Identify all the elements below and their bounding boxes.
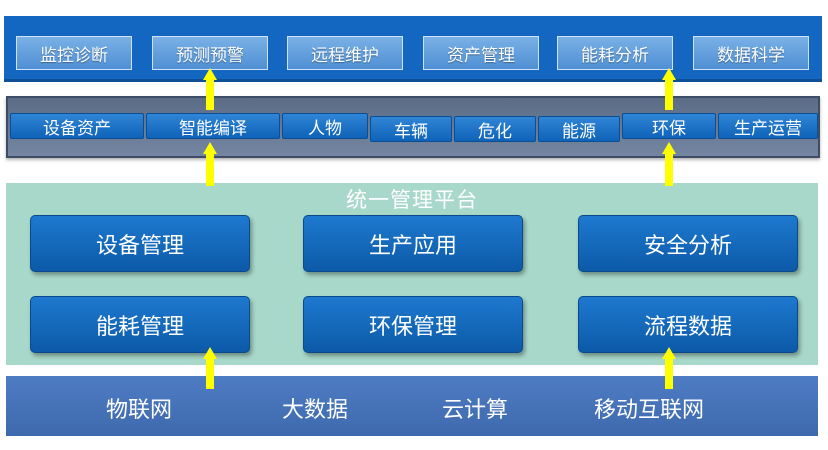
- object-equipment[interactable]: 设备资产: [10, 113, 144, 139]
- infra-mobile-internet: 移动互联网: [594, 398, 705, 423]
- infra-bigdata: 大数据: [282, 398, 349, 423]
- object-energy[interactable]: 能源: [538, 116, 620, 142]
- infra-iot: 物联网: [106, 398, 173, 423]
- module-equipment-mgmt[interactable]: 设备管理: [30, 215, 250, 272]
- platform-layer: 统一管理平台 设备管理 生产应用 安全分析 能耗管理 环保管理 流程数据: [6, 183, 818, 365]
- up-arrow-icon: [662, 68, 676, 110]
- app-box-datascience[interactable]: 数据科学: [693, 36, 809, 70]
- infrastructure-layer: 物联网 大数据 云计算 移动互联网: [6, 376, 818, 436]
- object-environment[interactable]: 环保: [622, 113, 716, 139]
- object-production[interactable]: 生产运营: [718, 113, 818, 139]
- up-arrow-icon: [662, 142, 676, 186]
- app-box-asset[interactable]: 资产管理: [423, 36, 539, 70]
- object-hazmat[interactable]: 危化: [454, 116, 536, 142]
- app-box-remote[interactable]: 远程维护: [287, 36, 403, 70]
- module-safety-analysis[interactable]: 安全分析: [578, 215, 798, 272]
- module-env-mgmt[interactable]: 环保管理: [303, 296, 523, 353]
- infra-cloud: 云计算: [442, 398, 509, 423]
- object-smart-compile[interactable]: 智能编译: [146, 113, 280, 139]
- object-vehicle[interactable]: 车辆: [370, 116, 452, 142]
- object-people[interactable]: 人物: [282, 113, 368, 139]
- up-arrow-icon: [662, 347, 676, 389]
- module-energy-mgmt[interactable]: 能耗管理: [30, 296, 250, 353]
- platform-title: 统一管理平台: [346, 188, 478, 212]
- app-box-monitoring[interactable]: 监控诊断: [16, 36, 132, 70]
- module-process-data[interactable]: 流程数据: [578, 296, 798, 353]
- up-arrow-icon: [203, 142, 217, 186]
- up-arrow-icon: [203, 347, 217, 389]
- app-box-energy[interactable]: 能耗分析: [557, 36, 673, 70]
- module-production-app[interactable]: 生产应用: [303, 215, 523, 272]
- up-arrow-icon: [203, 68, 217, 110]
- object-layer: 设备资产 智能编译 人物 车辆 危化 能源 环保 生产运营: [6, 96, 820, 158]
- application-layer: 监控诊断 预测预警 远程维护 资产管理 能耗分析 数据科学: [4, 16, 822, 82]
- app-box-forecast[interactable]: 预测预警: [152, 36, 268, 70]
